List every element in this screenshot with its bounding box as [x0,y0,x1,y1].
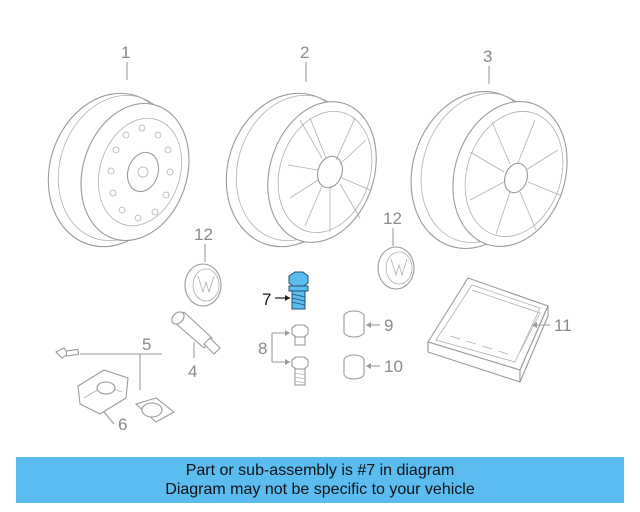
callout-1: 1 [121,43,130,62]
lock-bolt-kit-case[interactable] [427,277,549,383]
leader-5 [80,353,162,390]
tire-valve-stem[interactable] [170,310,221,355]
callout-7: 7 [262,290,271,309]
wheel-bolt-lower[interactable] [291,356,309,386]
leader-6 [103,411,115,425]
center-cap-right[interactable] [377,246,415,290]
callout-11: 11 [554,316,572,335]
leader-9-arrowhead [366,322,371,328]
callout-2: 2 [300,43,309,62]
leader-8 [271,332,290,363]
leader-8-arrowheads [285,330,290,365]
callout-9: 9 [384,316,393,335]
wheel-bolt-upper[interactable] [291,324,309,346]
callout-3: 3 [483,47,492,66]
info-banner: Part or sub-assembly is #7 in diagram Di… [16,457,624,503]
callout-5: 5 [142,335,151,354]
tpms-valve[interactable] [134,397,175,423]
alloy-wheel-multi-spoke[interactable] [391,75,585,265]
steel-wheel[interactable] [29,77,206,264]
lock-nut[interactable] [343,354,365,380]
parts-diagram: 1 2 3 12 12 [29,43,585,434]
callout-12a: 12 [194,225,213,244]
alloy-wheel-five-spoke[interactable] [207,77,394,264]
callout-8: 8 [258,339,267,358]
center-cap-left[interactable] [184,263,222,307]
leader-7-arrowhead [285,295,290,301]
tpms-screw[interactable] [55,347,80,359]
callout-10: 10 [384,357,403,376]
banner-line-part-info: Part or sub-assembly is #7 in diagram [185,462,455,479]
wheel-bolt-highlighted[interactable] [288,271,309,310]
leader-11-arrowhead [532,322,537,328]
callout-4: 4 [188,362,197,381]
callout-6: 6 [118,415,127,434]
leader-10-arrowhead [366,363,371,369]
callout-12b: 12 [383,209,402,228]
lock-bolt-socket[interactable] [343,310,365,338]
banner-line-disclaimer: Diagram may not be specific to your vehi… [165,481,475,498]
tpms-sensor[interactable] [77,369,129,415]
